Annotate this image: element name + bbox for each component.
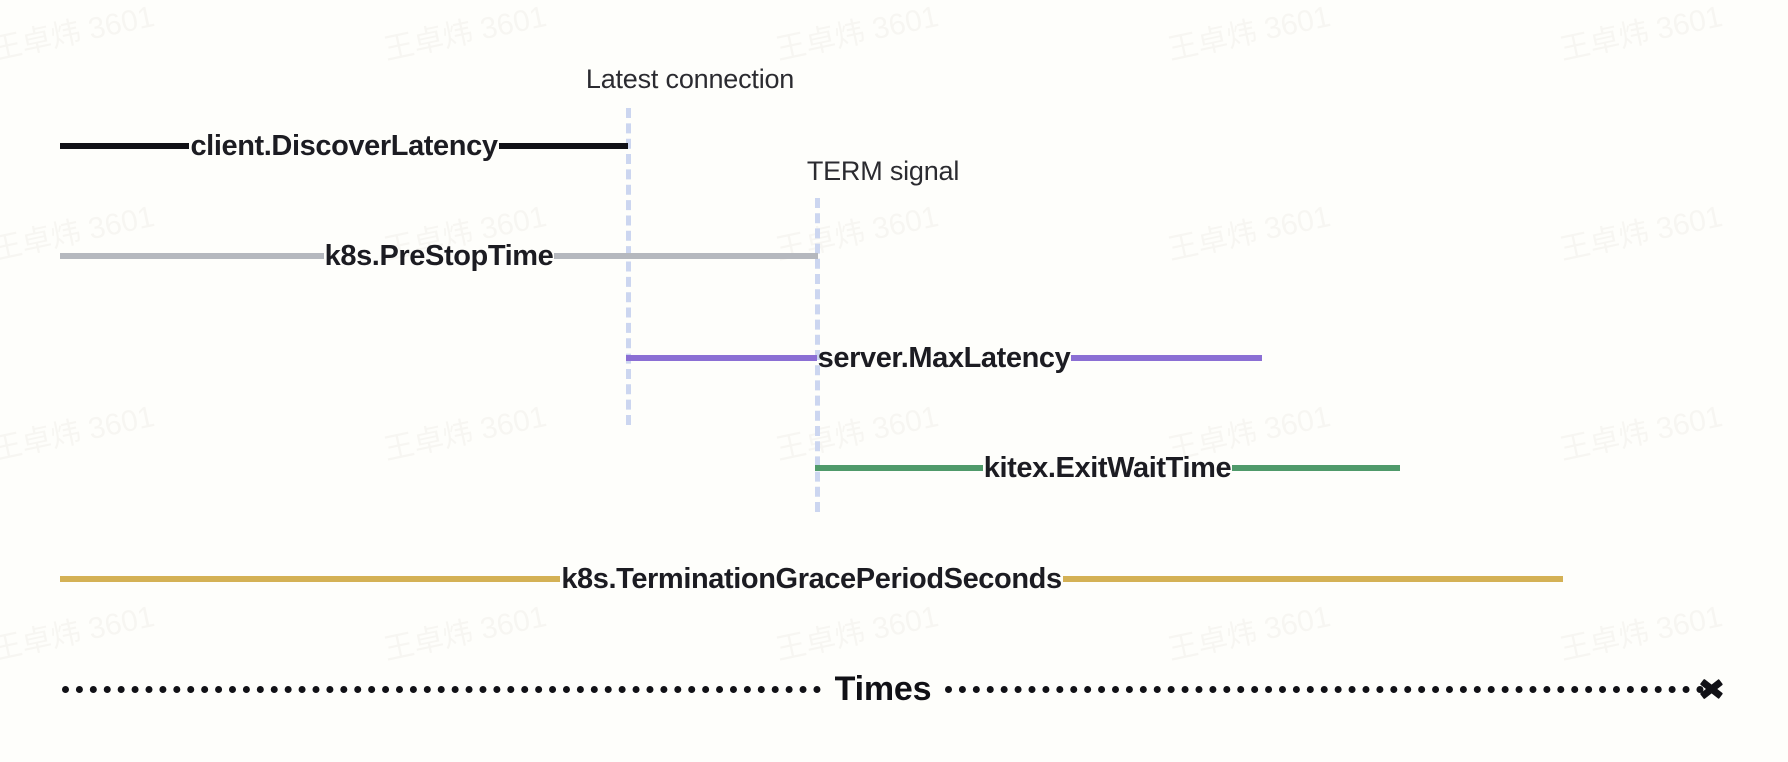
watermark: 王卓炜 3601 [1557,200,1726,267]
watermark: 王卓炜 3601 [381,0,550,67]
watermark: 王卓炜 3601 [381,400,550,467]
watermark: 王卓炜 3601 [381,600,550,667]
times-axis-line-right [945,685,1704,693]
timeline-label-kitex-exit-wait-time: kitex.ExitWaitTime [983,451,1232,484]
watermark: 王卓炜 3601 [1557,400,1726,467]
timeline-segment-left-client-discover-latency [60,143,190,149]
watermark: 王卓炜 3601 [1165,200,1334,267]
watermark: 王卓炜 3601 [0,0,158,67]
timeline-label-k8s-termination-grace-period-seconds: k8s.TerminationGracePeriodSeconds [561,562,1062,595]
marker-label-latest-connection: Latest connection [585,64,795,94]
watermark: 王卓炜 3601 [1557,0,1726,67]
timeline-row-kitex-exit-wait-time: kitex.ExitWaitTime [815,446,1401,490]
timeline-segment-left-k8s-termination-grace-period-seconds [60,576,561,582]
marker-line-latest-connection [626,108,631,425]
times-axis: Times [62,665,1730,713]
timeline-row-client-discover-latency: client.DiscoverLatency [60,124,628,168]
watermark: 王卓炜 3601 [773,600,942,667]
timeline-segment-left-k8s-prestop-time [60,253,324,259]
watermark: 王卓炜 3601 [1165,0,1334,67]
timeline-row-k8s-prestop-time: k8s.PreStopTime [60,234,819,278]
times-axis-line-left [62,685,821,693]
timeline-label-k8s-prestop-time: k8s.PreStopTime [324,239,554,272]
watermark: 王卓炜 3601 [1557,600,1726,667]
timeline-label-client-discover-latency: client.DiscoverLatency [190,129,498,162]
timeline-row-k8s-termination-grace-period-seconds: k8s.TerminationGracePeriodSeconds [60,557,1564,601]
watermark: 王卓炜 3601 [0,400,158,467]
timeline-label-server-max-latency: server.MaxLatency [817,341,1071,374]
watermark: 王卓炜 3601 [0,600,158,667]
timeline-segment-left-server-max-latency [626,355,817,361]
timeline-segment-right-k8s-prestop-time [554,253,819,259]
arrow-right-icon [1700,674,1730,704]
watermark: 王卓炜 3601 [1165,600,1334,667]
timeline-segment-right-server-max-latency [1071,355,1263,361]
marker-line-term-signal [815,198,820,512]
timeline-segment-left-kitex-exit-wait-time [815,465,983,471]
timeline-segment-right-kitex-exit-wait-time [1232,465,1401,471]
marker-label-term-signal: TERM signal [806,156,960,186]
watermark: 王卓炜 3601 [773,0,942,67]
timeline-row-server-max-latency: server.MaxLatency [626,336,1263,380]
timeline-segment-right-k8s-termination-grace-period-seconds [1062,576,1564,582]
times-axis-label: Times [834,669,932,708]
timeline-segment-right-client-discover-latency [498,143,628,149]
